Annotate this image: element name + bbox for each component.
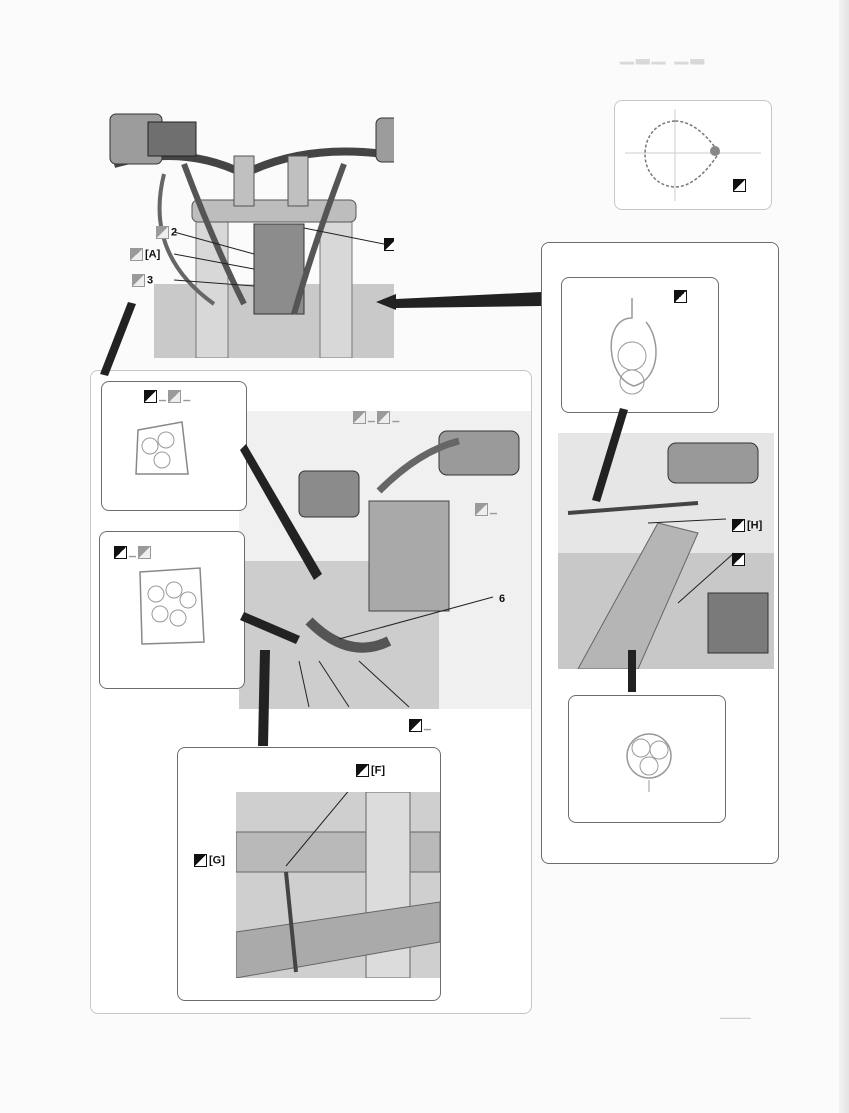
clamp-icon (194, 854, 207, 867)
faint-page-code: ▁▁▁▁▁ (720, 1010, 751, 1019)
callout-B-top: ▁ ▁ (353, 411, 399, 425)
callout-C: ▁ (475, 503, 497, 517)
clamp-icon (732, 553, 745, 566)
clamp-icon (356, 764, 369, 777)
scan-edge (839, 0, 849, 1113)
handlebar-photo: 2 [A] 3 5 (104, 104, 394, 358)
cable-loop-sketch (561, 277, 719, 413)
callout-2: 2 (156, 226, 177, 239)
grease-icon (132, 274, 145, 287)
clamp-icon (114, 546, 127, 560)
grease-icon (156, 226, 169, 239)
frame-tube-photo (236, 792, 440, 978)
loop-inset-panel (614, 100, 772, 210)
loop-badge (733, 179, 748, 192)
right-detail-panel: [H] (541, 242, 779, 864)
steering-head-photo (558, 433, 774, 669)
callout-5: 5 (384, 238, 394, 251)
callout-3: 3 (132, 274, 153, 287)
frame-harness-photo (239, 411, 531, 709)
grease-icon (130, 248, 143, 261)
callout-F: [F] (356, 764, 385, 777)
grease-icon (168, 390, 182, 404)
clamp-icon (409, 719, 422, 733)
grease-icon (377, 411, 391, 425)
grease-icon (475, 503, 488, 517)
clamp-icon (144, 390, 157, 404)
grease-icon (353, 411, 366, 425)
clamp-icon (674, 290, 687, 303)
center-detail-panel: 6 ▁ ▁ ▁ ▁ ▁ ▁ ▁ (90, 370, 532, 1014)
clamp-icon (733, 179, 746, 192)
sketch2-top-badges: ▁ (114, 546, 153, 560)
faint-page-header: ▁▂▁ ▁▂ (620, 44, 707, 64)
callout-H: [H] (732, 519, 762, 532)
sketch1-top-badges: ▁ ▁ (144, 390, 190, 404)
clamp-section-sketch (568, 695, 726, 823)
callout-G: [G] (194, 854, 225, 867)
callout-D: ▁ (409, 719, 431, 733)
harness-section-sketch-2: ▁ (99, 531, 245, 689)
sketch1-badge (674, 290, 689, 303)
harness-section-sketch-1: ▁ ▁ (101, 381, 247, 511)
clamp-icon (384, 238, 394, 251)
callout-A: [A] (130, 248, 160, 261)
callout-6: 6 (499, 593, 506, 605)
clamp-icon (732, 519, 745, 532)
grease-icon (138, 546, 152, 560)
callout-H2-badge (732, 553, 747, 566)
frame-clamp-detail: [F] [G] (177, 747, 441, 1001)
